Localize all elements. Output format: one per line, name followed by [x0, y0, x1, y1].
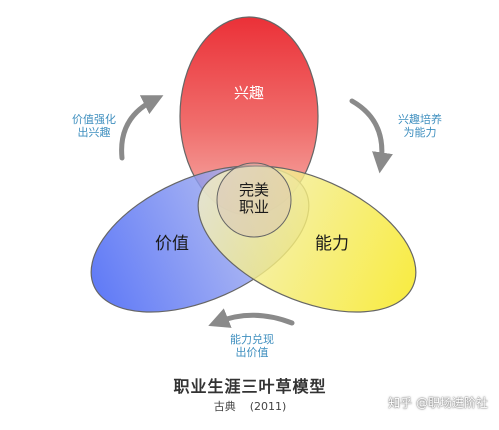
note-value-to-interest-line2: 出兴趣	[77, 125, 111, 139]
watermark: 知乎 @职场进阶社	[388, 396, 488, 410]
center-label: 完美 职业	[232, 181, 276, 217]
diagram-subtitle: 古典 (2011)	[213, 400, 287, 413]
arrow-interest-to-ability	[349, 98, 393, 174]
note-ability-to-value-line2: 出价值	[235, 345, 269, 359]
ability-label: 能力	[315, 234, 349, 254]
note-interest-to-ability: 兴趣培养 为能力	[390, 113, 450, 139]
note-interest-to-ability-line1: 兴趣培养	[398, 113, 442, 126]
note-interest-to-ability-line2: 为能力	[403, 125, 437, 139]
perfect-career-center	[216, 162, 292, 238]
note-ability-to-value: 能力兑现 出价值	[222, 333, 282, 359]
center-label-line2: 职业	[238, 198, 269, 217]
center-label-line1: 完美	[238, 181, 269, 199]
diagram-title: 职业生涯三叶草模型	[173, 377, 327, 396]
note-value-to-interest-line1: 价值强化	[72, 113, 116, 126]
arrow-ability-to-value	[208, 308, 295, 328]
note-value-to-interest: 价值强化 出兴趣	[64, 113, 124, 139]
value-label: 价值	[155, 234, 189, 254]
note-ability-to-value-line1: 能力兑现	[230, 333, 274, 346]
ability-petal	[197, 165, 417, 313]
interest-label: 兴趣	[233, 84, 264, 102]
arrow-value-to-interest	[119, 95, 164, 161]
